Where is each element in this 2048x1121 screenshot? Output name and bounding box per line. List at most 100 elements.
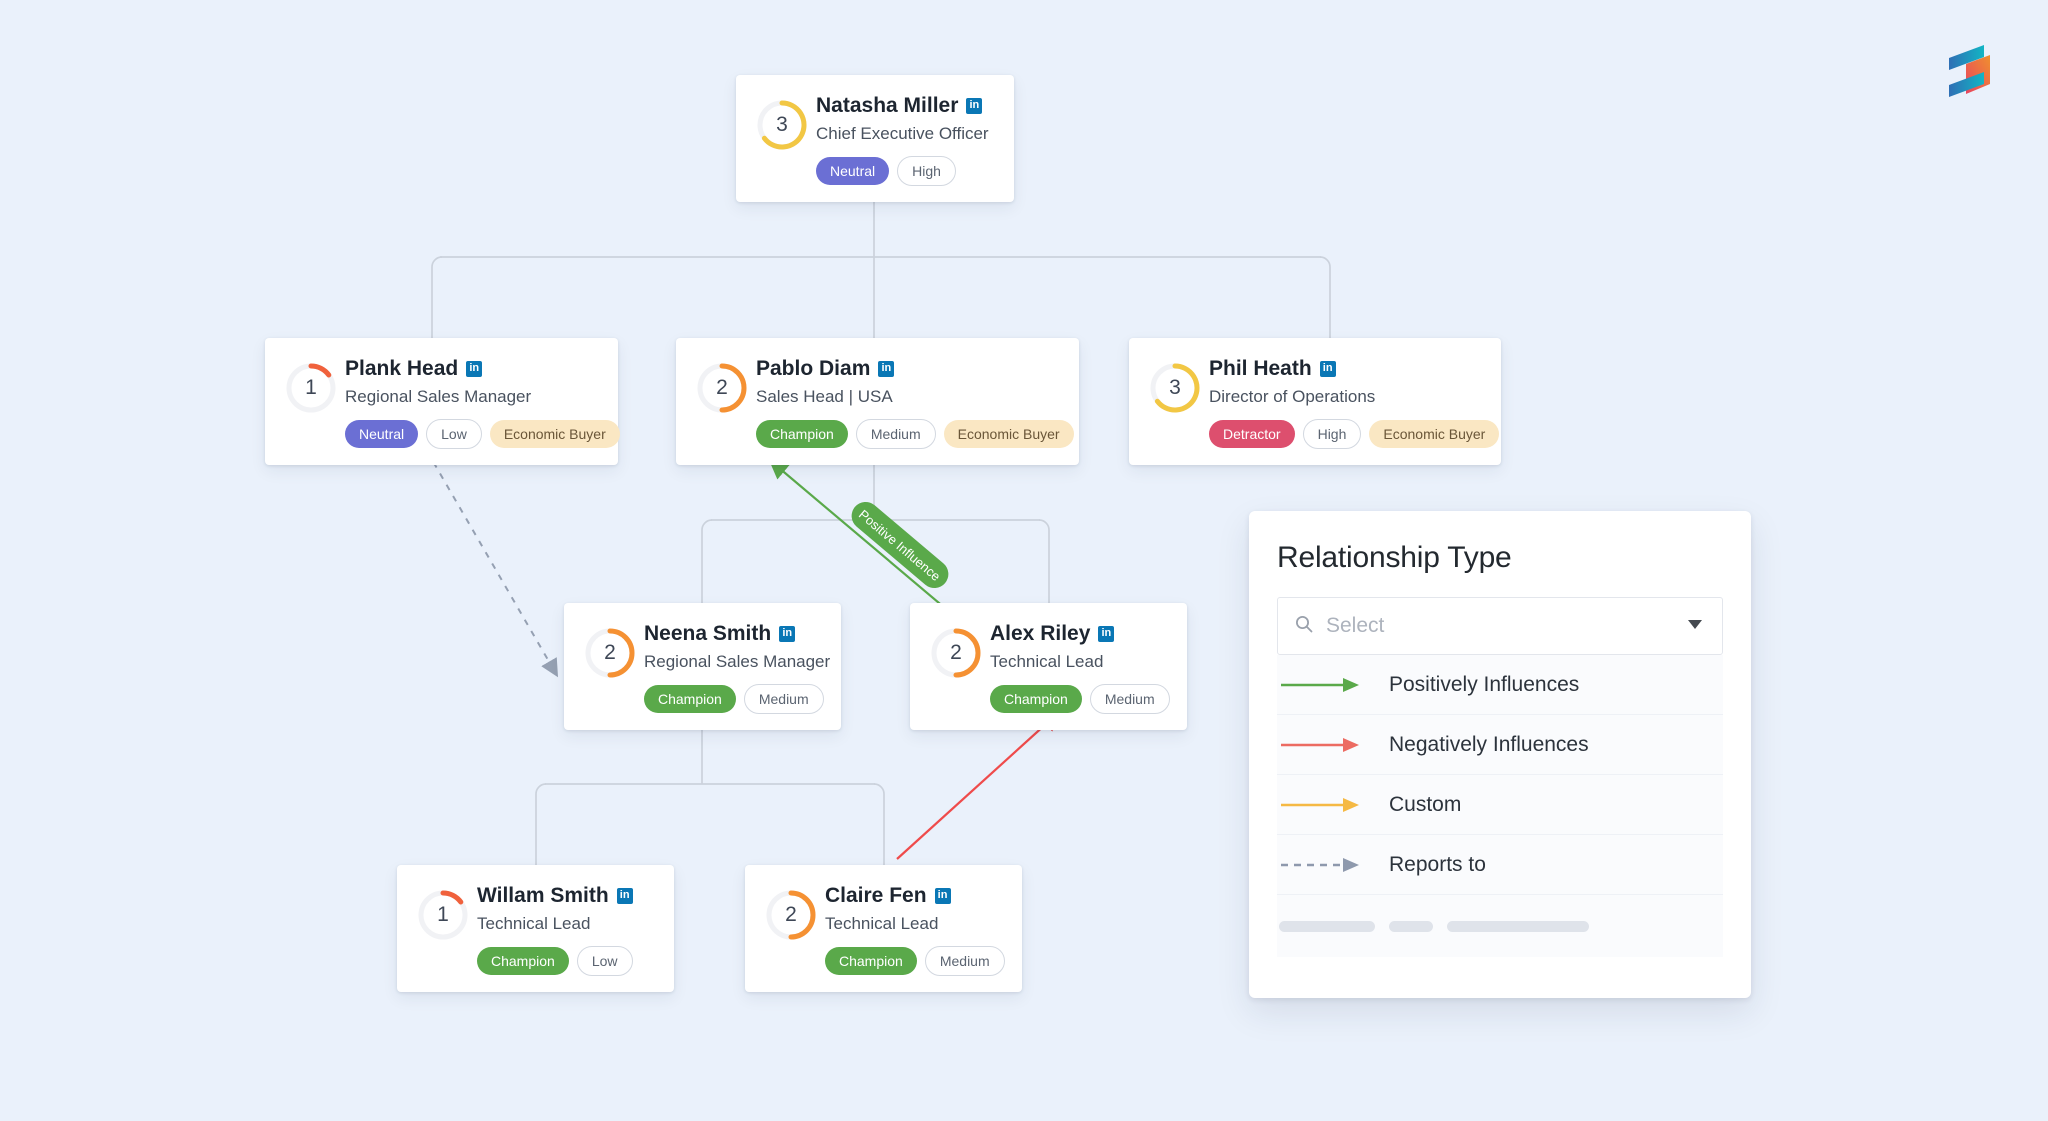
person-name: Claire Fen bbox=[825, 884, 927, 907]
score-value: 2 bbox=[716, 376, 728, 399]
linkedin-icon[interactable]: in bbox=[1098, 625, 1115, 642]
engagement-score-ring: 2 bbox=[928, 625, 984, 681]
role-badge: Economic Buyer bbox=[489, 420, 620, 448]
chevron-down-icon[interactable] bbox=[1684, 613, 1706, 640]
engagement-score-ring: 2 bbox=[694, 360, 750, 416]
reporting-line-willam bbox=[535, 783, 547, 866]
status-badge: Neutral bbox=[816, 157, 890, 185]
person-title: Director of Operations bbox=[1209, 387, 1376, 406]
person-card-neena[interactable]: 2 Neena Smith in Regional Sales Manager … bbox=[564, 603, 841, 730]
option-positively-influences[interactable]: Positively Influences bbox=[1277, 655, 1723, 715]
person-name: Willam Smith bbox=[477, 884, 609, 907]
engagement-score-ring: 2 bbox=[763, 887, 819, 943]
option-negatively-influences[interactable]: Negatively Influences bbox=[1277, 715, 1723, 775]
person-name: Pablo Diam bbox=[756, 357, 871, 380]
linkedin-icon[interactable]: in bbox=[779, 625, 796, 642]
relationship-type-panel: Relationship Type Select bbox=[1249, 511, 1751, 998]
linkedin-icon[interactable]: in bbox=[934, 887, 951, 904]
engagement-score-ring: 3 bbox=[754, 97, 810, 153]
influence-badge: Medium bbox=[1089, 684, 1170, 714]
score-value: 3 bbox=[776, 113, 788, 136]
score-value: 1 bbox=[305, 376, 317, 399]
influence-badge: Low bbox=[426, 419, 482, 449]
person-name: Phil Heath bbox=[1209, 357, 1312, 380]
engagement-score-ring: 1 bbox=[283, 360, 339, 416]
engagement-score-ring: 3 bbox=[1147, 360, 1203, 416]
green-arrow-icon bbox=[1279, 676, 1371, 694]
skeleton-bar bbox=[1389, 920, 1433, 932]
relationship-type-placeholder: Select bbox=[1326, 614, 1385, 637]
status-badge: Neutral bbox=[345, 420, 419, 448]
score-value: 3 bbox=[1169, 376, 1181, 399]
person-card-plank[interactable]: 1 Plank Head in Regional Sales Manager N… bbox=[265, 338, 620, 465]
reporting-line-plank bbox=[431, 256, 443, 340]
svg-text:Positive Influence: Positive Influence bbox=[856, 507, 944, 584]
role-badge: Economic Buyer bbox=[943, 420, 1074, 448]
badge-group: Champion Medium bbox=[644, 684, 830, 714]
reporting-line-phil bbox=[1319, 256, 1331, 340]
person-card-alex[interactable]: 2 Alex Riley in Technical Lead Champion … bbox=[910, 603, 1187, 730]
person-name: Neena Smith bbox=[644, 622, 772, 645]
option-reports-to[interactable]: Reports to bbox=[1277, 835, 1723, 895]
person-card-pablo[interactable]: 2 Pablo Diam in Sales Head | USA Champio… bbox=[676, 338, 1079, 465]
relationship-edge-positive-label: Positive Influence bbox=[851, 501, 949, 589]
reporting-line-claire bbox=[873, 783, 885, 866]
linkedin-icon[interactable]: in bbox=[466, 360, 483, 377]
person-title: Regional Sales Manager bbox=[644, 652, 831, 671]
person-title: Technical Lead bbox=[477, 914, 591, 933]
person-title: Technical Lead bbox=[825, 914, 939, 933]
status-badge: Champion bbox=[990, 685, 1082, 713]
person-card-natasha[interactable]: 3 Natasha Miller in Chief Executive Offi… bbox=[736, 75, 1014, 202]
relationship-edge-negative bbox=[896, 711, 1061, 860]
influence-badge: Medium bbox=[855, 419, 936, 449]
badge-group: Champion Medium Economic Buyer bbox=[756, 419, 1074, 449]
influence-badge: Medium bbox=[743, 684, 824, 714]
status-badge: Champion bbox=[756, 420, 848, 448]
person-title: Regional Sales Manager bbox=[345, 387, 532, 406]
linkedin-icon[interactable]: in bbox=[878, 360, 895, 377]
person-title: Sales Head | USA bbox=[756, 387, 893, 406]
score-value: 2 bbox=[604, 641, 616, 664]
badge-group: Champion Low bbox=[477, 946, 633, 976]
status-badge: Champion bbox=[477, 947, 569, 975]
linkedin-icon[interactable]: in bbox=[1319, 360, 1336, 377]
person-title: Chief Executive Officer bbox=[816, 124, 989, 143]
bus-corner-left bbox=[431, 247, 441, 257]
yellow-arrow-icon bbox=[1279, 796, 1371, 814]
company-logo bbox=[1946, 42, 2002, 100]
score-value: 2 bbox=[950, 641, 962, 664]
status-badge: Champion bbox=[644, 685, 736, 713]
person-name: Natasha Miller bbox=[816, 94, 959, 117]
influence-badge: Low bbox=[576, 946, 633, 976]
red-arrow-icon bbox=[1279, 736, 1371, 754]
person-name: Alex Riley bbox=[990, 622, 1091, 645]
option-label: Reports to bbox=[1389, 852, 1486, 876]
reporting-line-neena bbox=[701, 519, 713, 604]
dashed-arrow-icon bbox=[1279, 856, 1371, 874]
skeleton-bar bbox=[1447, 920, 1589, 932]
person-title: Technical Lead bbox=[990, 652, 1104, 671]
engagement-score-ring: 2 bbox=[582, 625, 638, 681]
relationship-type-select[interactable]: Select bbox=[1277, 597, 1723, 655]
score-value: 2 bbox=[785, 903, 797, 926]
person-name: Plank Head bbox=[345, 357, 459, 380]
person-card-willam[interactable]: 1 Willam Smith in Technical Lead Champio… bbox=[397, 865, 674, 992]
relationship-type-options: Positively Influences Negatively Influen… bbox=[1277, 655, 1723, 957]
person-card-claire[interactable]: 2 Claire Fen in Technical Lead Champion … bbox=[745, 865, 1022, 992]
relationship-edge-reports-to bbox=[426, 450, 559, 678]
linkedin-icon[interactable]: in bbox=[966, 97, 983, 114]
status-badge: Detractor bbox=[1209, 420, 1295, 448]
panel-title: Relationship Type bbox=[1277, 541, 1512, 574]
person-card-phil[interactable]: 3 Phil Heath in Director of Operations D… bbox=[1129, 338, 1501, 465]
badge-group: Champion Medium bbox=[825, 946, 1005, 976]
reporting-line-alex bbox=[1038, 519, 1050, 604]
badge-group: Detractor High Economic Buyer bbox=[1209, 419, 1500, 449]
influence-badge: Medium bbox=[924, 946, 1005, 976]
option-label: Positively Influences bbox=[1389, 672, 1580, 696]
influence-badge: High bbox=[897, 156, 956, 186]
option-custom[interactable]: Custom bbox=[1277, 775, 1723, 835]
status-badge: Champion bbox=[825, 947, 917, 975]
badge-group: Neutral High bbox=[816, 156, 989, 186]
linkedin-icon[interactable]: in bbox=[616, 887, 633, 904]
